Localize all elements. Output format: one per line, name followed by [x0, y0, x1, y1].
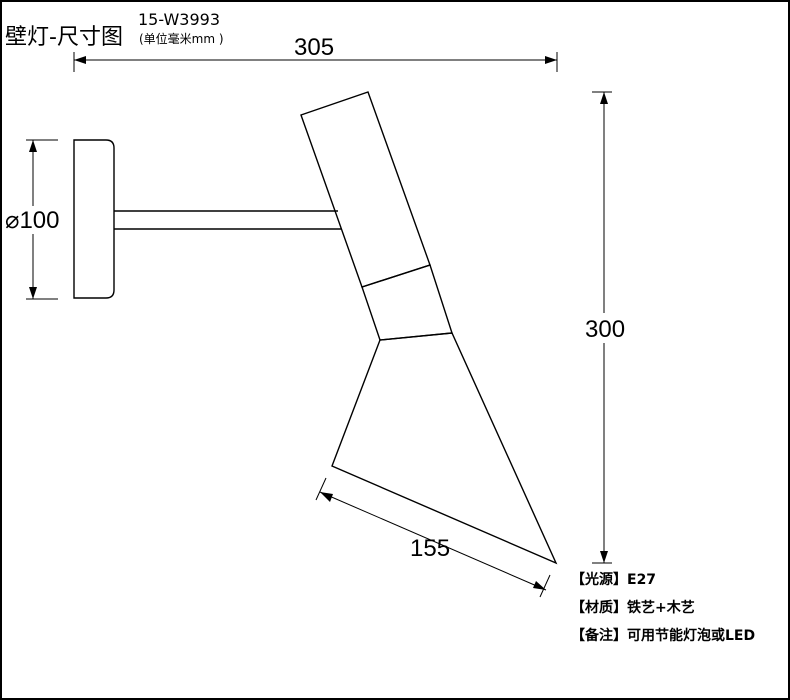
unit-note: (单位毫米mm ) — [139, 31, 224, 46]
width-value: 305 — [294, 34, 334, 61]
note-material: 【材质】铁艺+木艺 — [571, 599, 695, 616]
height-dimension: 300 — [583, 91, 627, 564]
lamp-body — [300, 91, 431, 288]
note-light-source: 【光源】E27 — [571, 571, 656, 588]
wall-base-plate — [73, 139, 115, 299]
lamp-neck — [361, 264, 453, 341]
height-value: 300 — [585, 316, 625, 343]
drawing-title: 壁灯-尺寸图 — [5, 25, 123, 50]
lamp-shade — [331, 332, 558, 565]
model-number: 15-W3993 — [138, 10, 220, 29]
shade-dimension: 155 — [315, 477, 551, 598]
diameter-dimension: ⌀100 — [4, 139, 60, 300]
diameter-value: ⌀100 — [5, 207, 60, 234]
shade-value: 155 — [410, 535, 450, 562]
spec-notes: 【光源】E27 【材质】铁艺+木艺 【备注】可用节能灯泡或LED — [571, 571, 755, 644]
width-dimension: 305 — [73, 34, 558, 72]
note-remark: 【备注】可用节能灯泡或LED — [571, 627, 755, 644]
wall-lamp-outline — [73, 91, 558, 565]
